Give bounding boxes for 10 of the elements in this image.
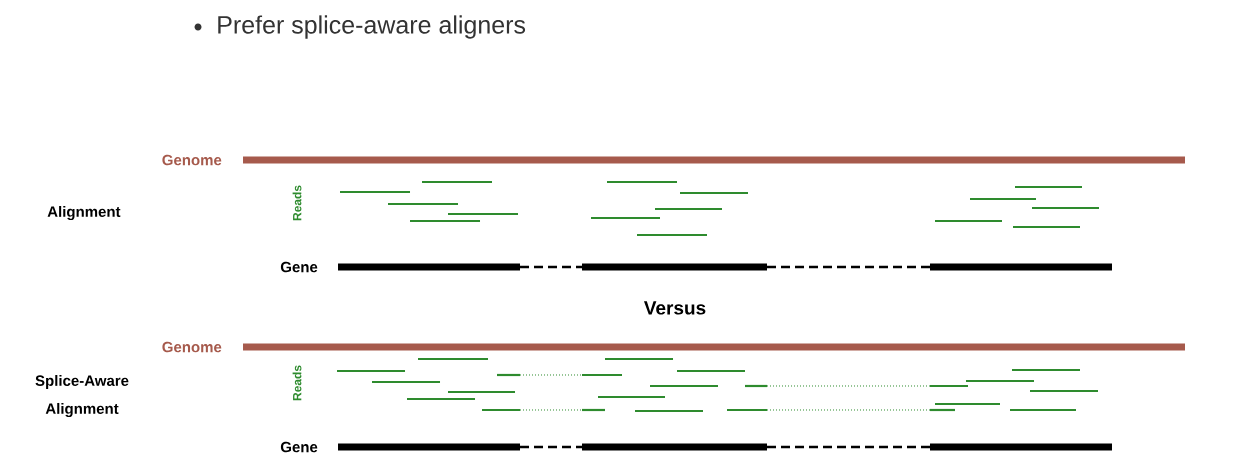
track-label: Genome <box>162 154 222 166</box>
axis-label: Reads <box>292 185 302 221</box>
track-label: Gene <box>280 441 318 453</box>
track-label: Genome <box>162 341 222 353</box>
divider-label: Versus <box>643 301 706 315</box>
row-label: Alignment <box>47 205 121 220</box>
track-label: Gene <box>280 261 318 273</box>
axis-label: Reads <box>292 365 302 401</box>
bullet-text: Prefer splice-aware aligners <box>218 15 526 39</box>
row-label: Splice-Aware Alignment <box>35 374 129 417</box>
